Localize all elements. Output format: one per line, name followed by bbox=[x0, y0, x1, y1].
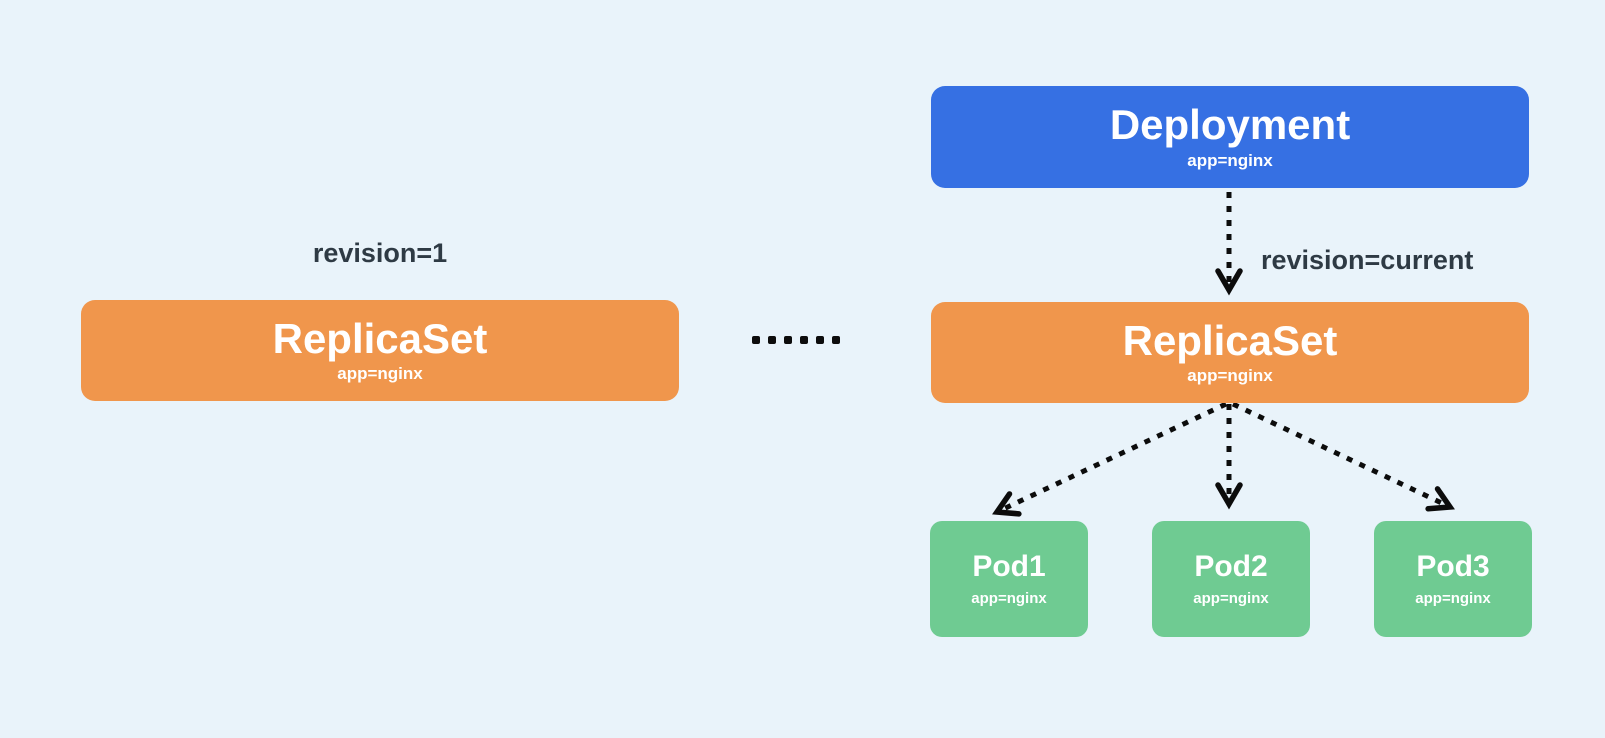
ellipsis-dot bbox=[768, 336, 776, 344]
replicaset-current-selector-label: app=nginx bbox=[1187, 366, 1273, 386]
pod3-title: Pod3 bbox=[1416, 549, 1490, 583]
ellipsis-dot bbox=[832, 336, 840, 344]
pod2-box: Pod2 app=nginx bbox=[1152, 521, 1310, 637]
ellipsis-dot bbox=[800, 336, 808, 344]
pod1-box: Pod1 app=nginx bbox=[930, 521, 1088, 637]
replicaset-old-title: ReplicaSet bbox=[272, 314, 488, 362]
pod3-selector-label: app=nginx bbox=[1415, 590, 1491, 608]
deployment-title: Deployment bbox=[1109, 101, 1351, 149]
pod2-title: Pod2 bbox=[1194, 549, 1268, 583]
arrow-replicaset-to-pod1 bbox=[992, 401, 1228, 517]
deployment-box: Deployment app=nginx bbox=[931, 86, 1529, 188]
pod1-selector-label: app=nginx bbox=[971, 590, 1047, 608]
ellipsis-dot bbox=[816, 336, 824, 344]
arrow-replicaset-to-pod3 bbox=[1231, 401, 1455, 512]
pod3-box: Pod3 app=nginx bbox=[1374, 521, 1532, 637]
deployment-selector-label: app=nginx bbox=[1187, 150, 1273, 170]
replicaset-old-selector-label: app=nginx bbox=[337, 364, 423, 384]
replicaset-old-box: ReplicaSet app=nginx bbox=[81, 300, 679, 401]
revision-1-label: revision=1 bbox=[312, 238, 448, 268]
ellipsis-dot bbox=[784, 336, 792, 344]
pod2-selector-label: app=nginx bbox=[1193, 590, 1269, 608]
replicaset-current-title: ReplicaSet bbox=[1122, 316, 1338, 364]
ellipsis-dots bbox=[752, 336, 840, 344]
revision-current-label: revision=current bbox=[1261, 245, 1474, 275]
replicaset-current-box: ReplicaSet app=nginx bbox=[931, 302, 1529, 403]
ellipsis-dot bbox=[752, 336, 760, 344]
pod1-title: Pod1 bbox=[972, 549, 1046, 583]
